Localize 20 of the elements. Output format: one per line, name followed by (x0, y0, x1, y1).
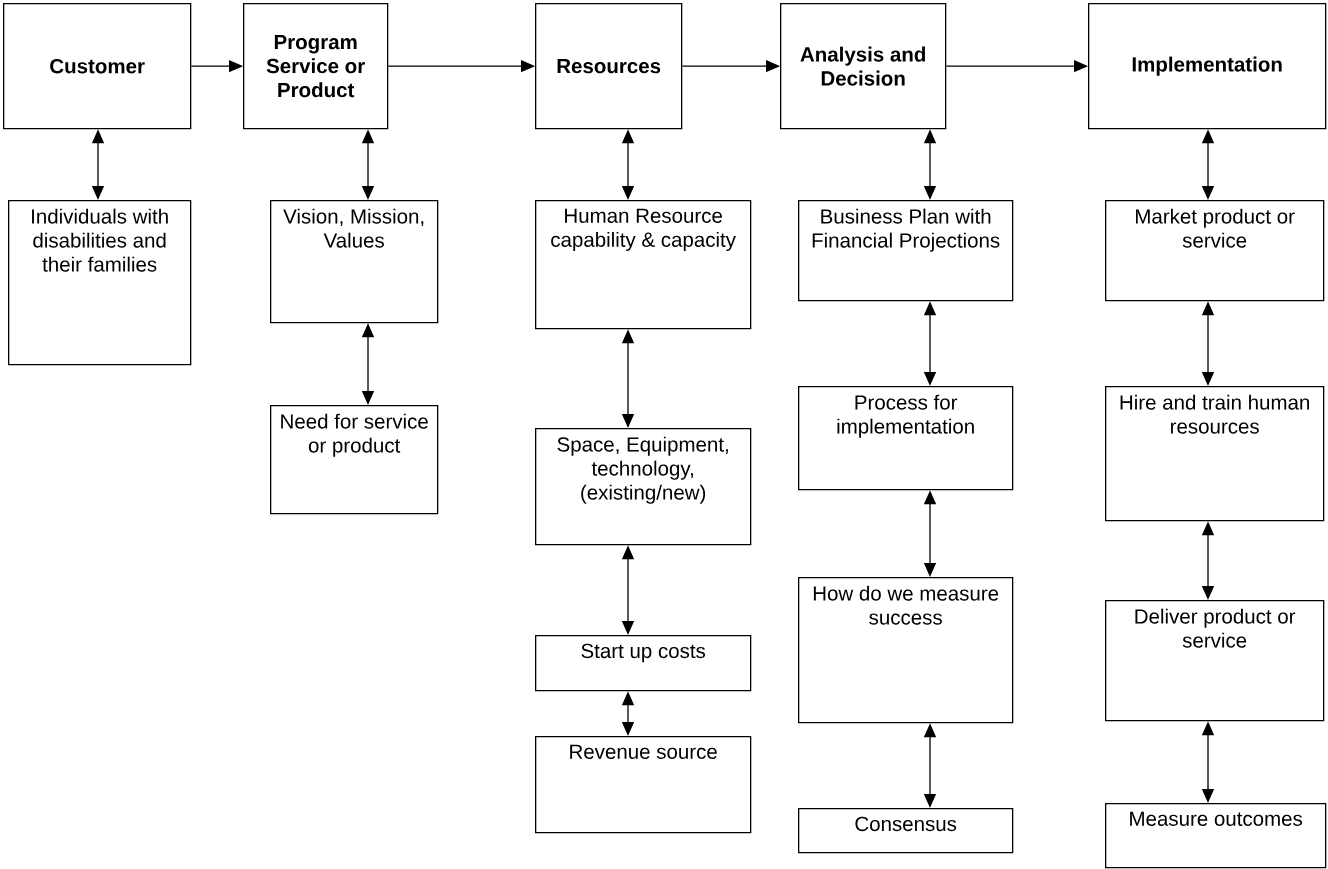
process-box: Space, Equipment, technology, (existing/new) (535, 428, 752, 546)
process-box: How do we measure success (798, 577, 1014, 724)
process-box: Vision, Mission, Values (270, 200, 439, 324)
process-box: Revenue source (535, 736, 752, 834)
process-box: Human Resource capability & capacity (535, 200, 752, 330)
process-box: Hire and train human resources (1105, 386, 1325, 522)
header-box: Analysis and Decision (780, 3, 947, 130)
header-box: Resources (535, 3, 683, 130)
process-box: Process for implementation (798, 386, 1014, 491)
process-box: Measure outcomes (1105, 803, 1327, 869)
process-box: Market product or service (1105, 200, 1325, 302)
header-box: Customer (3, 3, 192, 130)
process-box: Consensus (798, 808, 1014, 854)
process-box: Start up costs (535, 635, 752, 692)
process-box: Need for service or product (270, 405, 439, 515)
process-box: Deliver product or service (1105, 600, 1325, 722)
header-box: Implementation (1088, 3, 1327, 130)
process-box: Individuals with disabilities and their families (8, 200, 192, 366)
process-box: Business Plan with Financial Projections (798, 200, 1014, 302)
header-box: Program Service or Product (243, 3, 389, 130)
